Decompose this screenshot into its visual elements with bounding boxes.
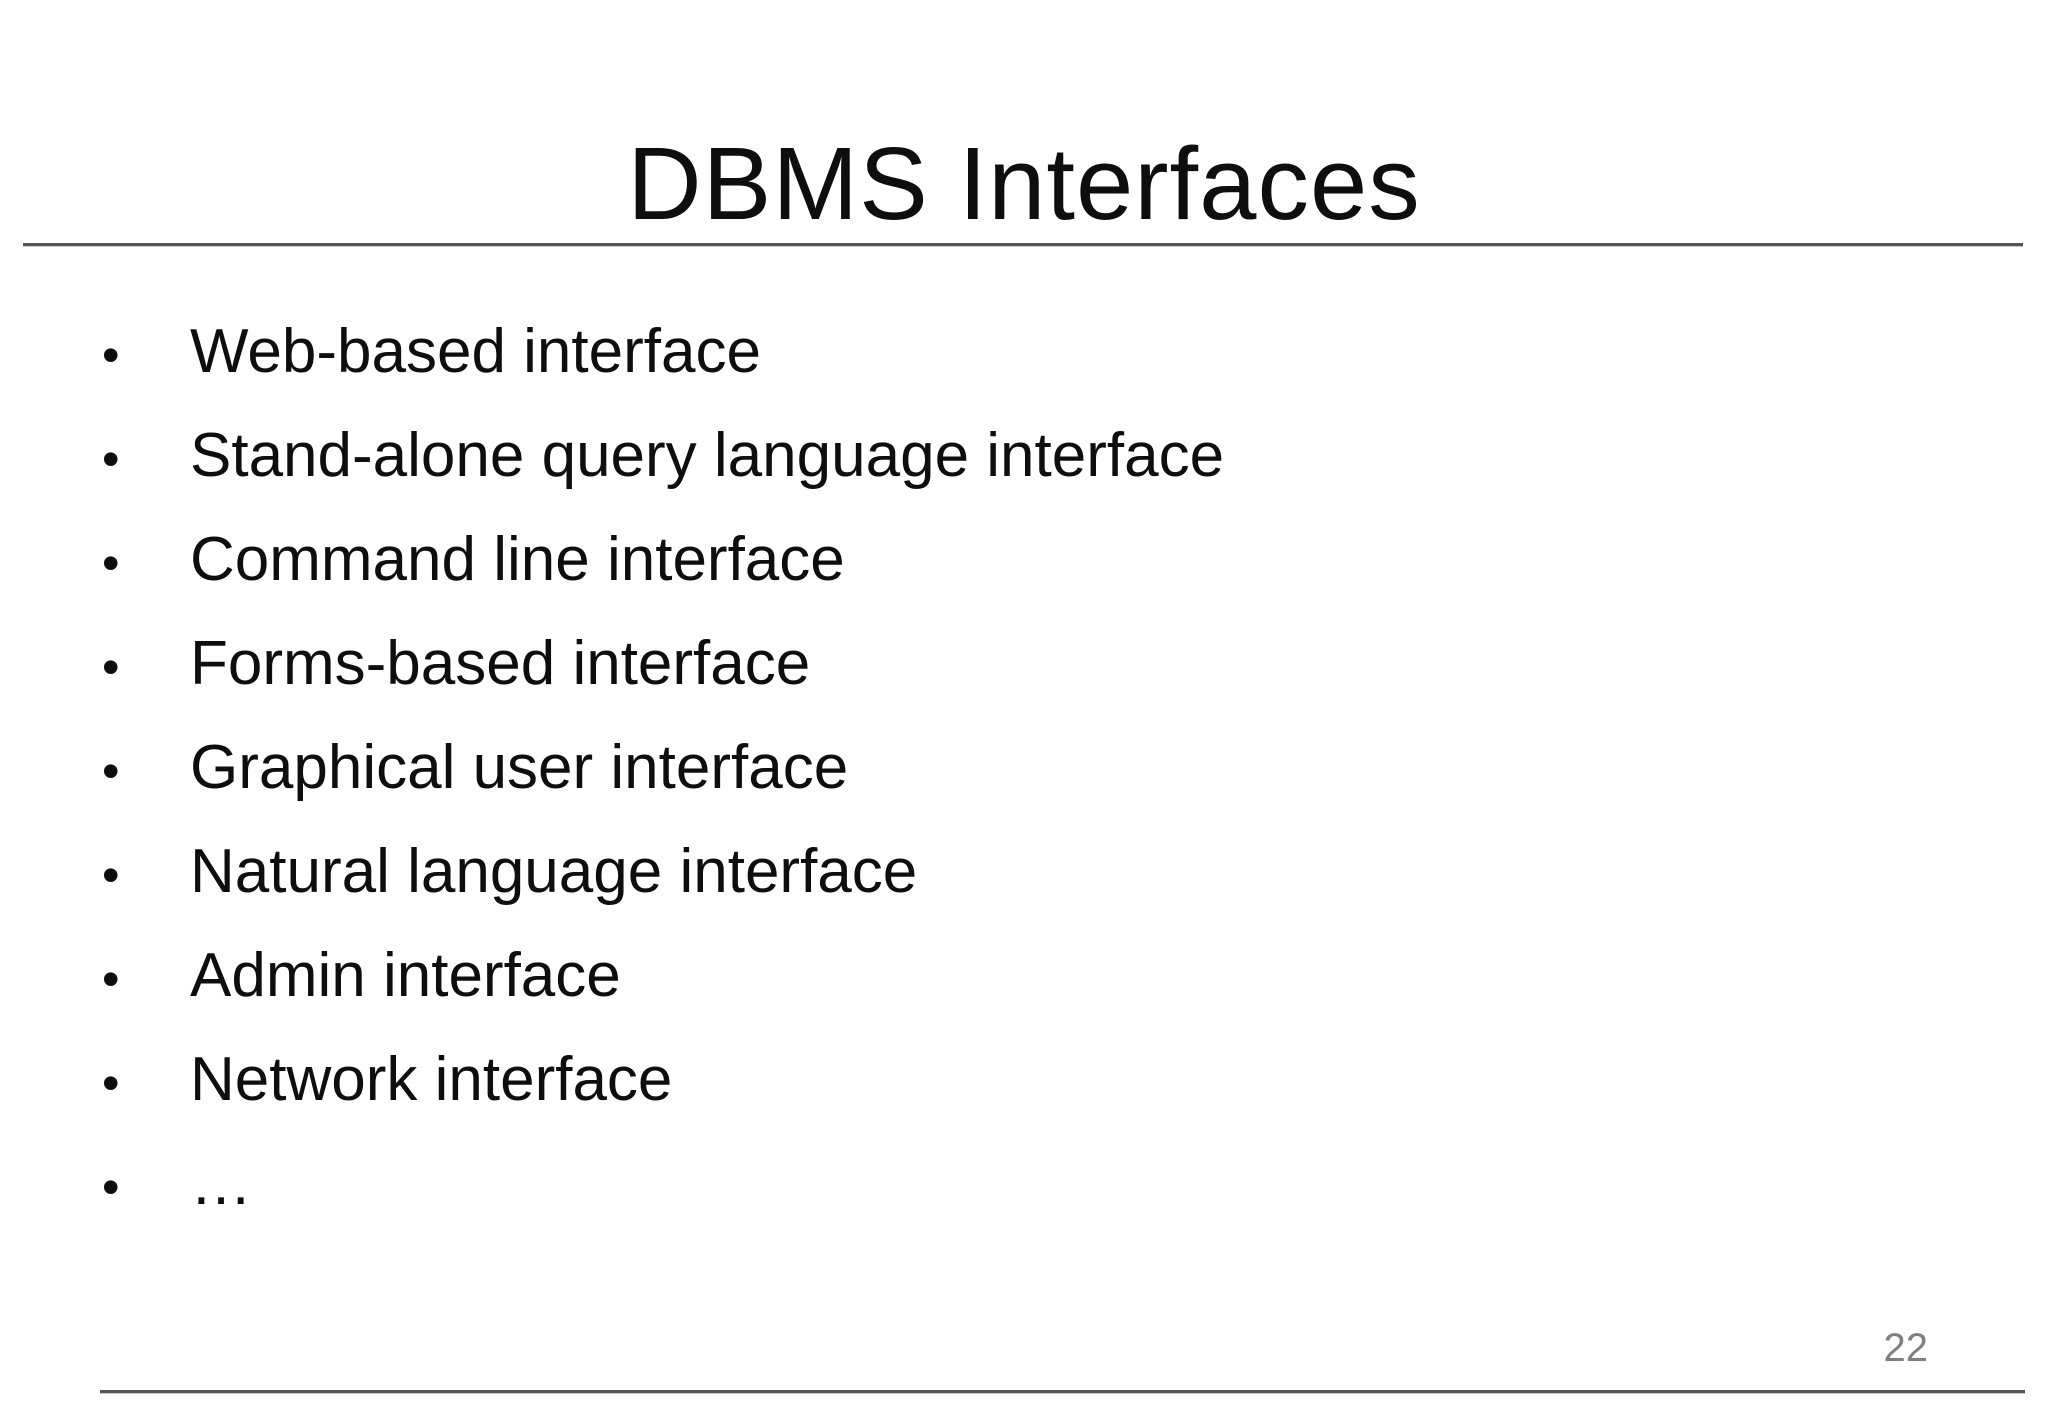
bullet-icon: • (102, 639, 120, 695)
bullet-icon: • (102, 535, 120, 591)
bullet-list: • Web-based interface • Stand-alone quer… (102, 300, 1952, 1236)
bullet-text: … (190, 1149, 252, 1218)
list-item: • … (102, 1132, 1952, 1236)
bullet-icon: • (102, 1055, 120, 1111)
list-item: • Forms-based interface (102, 612, 1952, 716)
bullet-icon: • (102, 951, 120, 1007)
bullet-text: Natural language interface (190, 837, 918, 906)
footer-line (100, 1390, 2025, 1394)
list-item: • Network interface (102, 1028, 1952, 1132)
list-item: • Admin interface (102, 924, 1952, 1028)
bullet-text: Web-based interface (190, 317, 761, 386)
list-item: • Graphical user interface (102, 716, 1952, 820)
bullet-icon: • (102, 327, 120, 383)
slide-title: DBMS Interfaces (627, 126, 1421, 241)
bullet-icon: • (102, 431, 120, 487)
page-number: 22 (1883, 1326, 1929, 1370)
bullet-text: Forms-based interface (190, 629, 811, 698)
bullet-icon: • (102, 743, 120, 799)
list-item: • Stand-alone query language interface (102, 404, 1952, 508)
bullet-text: Command line interface (190, 525, 845, 594)
title-underline (23, 243, 2023, 247)
list-item: • Command line interface (102, 508, 1952, 612)
list-item: • Natural language interface (102, 820, 1952, 924)
bullet-icon: • (102, 1159, 120, 1215)
bullet-text: Network interface (190, 1045, 673, 1114)
list-item: • Web-based interface (102, 300, 1952, 404)
bullet-text: Admin interface (190, 941, 621, 1010)
bullet-text: Stand-alone query language interface (190, 421, 1225, 490)
bullet-icon: • (102, 847, 120, 903)
bullet-text: Graphical user interface (190, 733, 849, 802)
